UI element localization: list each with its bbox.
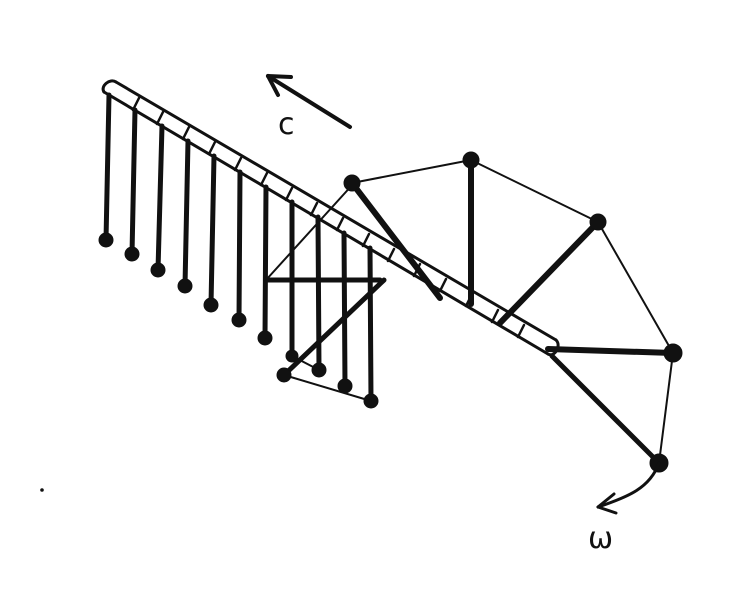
center-bracing xyxy=(263,182,387,402)
velocity-arrow xyxy=(266,74,352,129)
angular-label: ω xyxy=(588,521,613,556)
left-rod-comb xyxy=(98,92,379,409)
velocity-label: c xyxy=(278,107,295,142)
right-fan-linkage xyxy=(343,151,683,473)
main-shaft xyxy=(101,79,560,357)
angular-arrow xyxy=(596,461,661,515)
stray-ink-dot xyxy=(40,488,44,492)
